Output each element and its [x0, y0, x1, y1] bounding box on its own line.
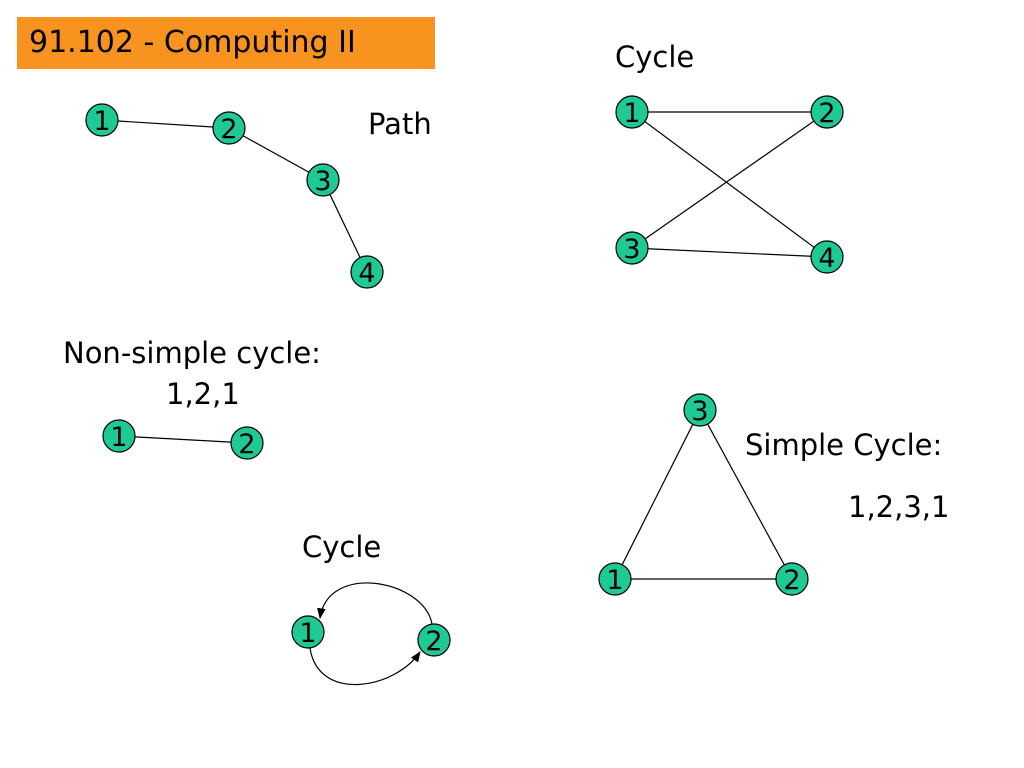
- cycle-bottom-arrow-2-1: [317, 582, 433, 625]
- node-circle: [291, 615, 325, 649]
- node-circle: [810, 95, 844, 129]
- node-circle: [615, 231, 649, 265]
- simple-cycle-node-2: 2: [775, 562, 809, 596]
- simple-cycle-label: Simple Cycle:: [745, 428, 943, 462]
- node-circle: [615, 95, 649, 129]
- node-label: 3: [314, 166, 331, 197]
- path-node-3: 3: [306, 163, 340, 197]
- non-simple-node-1: 1: [102, 419, 136, 453]
- node-label: 2: [238, 429, 255, 460]
- cycle-top-node-1: 1: [615, 95, 649, 129]
- non-simple-edge-1-2: [134, 436, 232, 443]
- node-circle: [417, 623, 451, 657]
- path-edge-1-2: [117, 120, 214, 128]
- cycle-top-edge-2-3: [644, 120, 815, 240]
- cycle-top-node-2: 2: [810, 95, 844, 129]
- node-label: 4: [358, 258, 375, 289]
- path-node-4: 4: [350, 255, 384, 289]
- path-node-2: 2: [212, 111, 246, 145]
- node-label: 3: [623, 234, 640, 265]
- node-label: 4: [818, 243, 835, 274]
- node-label: 2: [220, 114, 237, 145]
- node-label: 3: [691, 396, 708, 427]
- node-label: 1: [299, 618, 316, 649]
- node-label: 2: [783, 565, 800, 596]
- path-label: Path: [368, 107, 432, 141]
- path-node-1: 1: [85, 103, 119, 137]
- node-circle: [85, 103, 119, 137]
- cycle-top-node-4: 4: [810, 240, 844, 274]
- non-simple-cycle-sequence: 1,2,1: [166, 377, 240, 411]
- node-label: 2: [425, 626, 442, 657]
- node-label: 1: [93, 106, 110, 137]
- node-circle: [598, 562, 632, 596]
- non-simple-cycle-label: Non-simple cycle:: [63, 336, 321, 370]
- node-circle: [230, 426, 264, 460]
- path-edge-3-4: [329, 194, 361, 258]
- path-edge-2-3: [242, 135, 310, 173]
- node-circle: [810, 240, 844, 274]
- cycle-top-edge-3-4: [647, 248, 812, 257]
- course-title-banner: 91.102 - Computing II: [17, 17, 435, 69]
- node-circle: [306, 163, 340, 197]
- node-circle: [775, 562, 809, 596]
- course-title: 91.102 - Computing II: [29, 25, 356, 60]
- cycle-top-edge-1-4: [644, 121, 815, 248]
- node-circle: [102, 419, 136, 453]
- simple-cycle-node-3: 3: [683, 393, 717, 427]
- non-simple-node-2: 2: [230, 426, 264, 460]
- cycle-bottom-label: Cycle: [302, 530, 382, 564]
- cycle-top-label: Cycle: [615, 40, 695, 74]
- cycle-top-node-3: 3: [615, 231, 649, 265]
- node-circle: [683, 393, 717, 427]
- simple-cycle-sequence: 1,2,3,1: [848, 490, 950, 524]
- node-circle: [212, 111, 246, 145]
- simple-cycle-edge-2-3: [707, 423, 785, 566]
- node-label: 1: [623, 98, 640, 129]
- cycle-bottom-node-2: 2: [417, 623, 451, 657]
- node-circle: [350, 255, 384, 289]
- node-label: 1: [110, 422, 127, 453]
- node-label: 2: [818, 98, 835, 129]
- cycle-bottom-arrow-1-2: [309, 647, 421, 686]
- simple-cycle-edge-3-1: [621, 424, 694, 565]
- simple-cycle-node-1: 1: [598, 562, 632, 596]
- cycle-bottom-node-1: 1: [291, 615, 325, 649]
- node-label: 1: [606, 565, 623, 596]
